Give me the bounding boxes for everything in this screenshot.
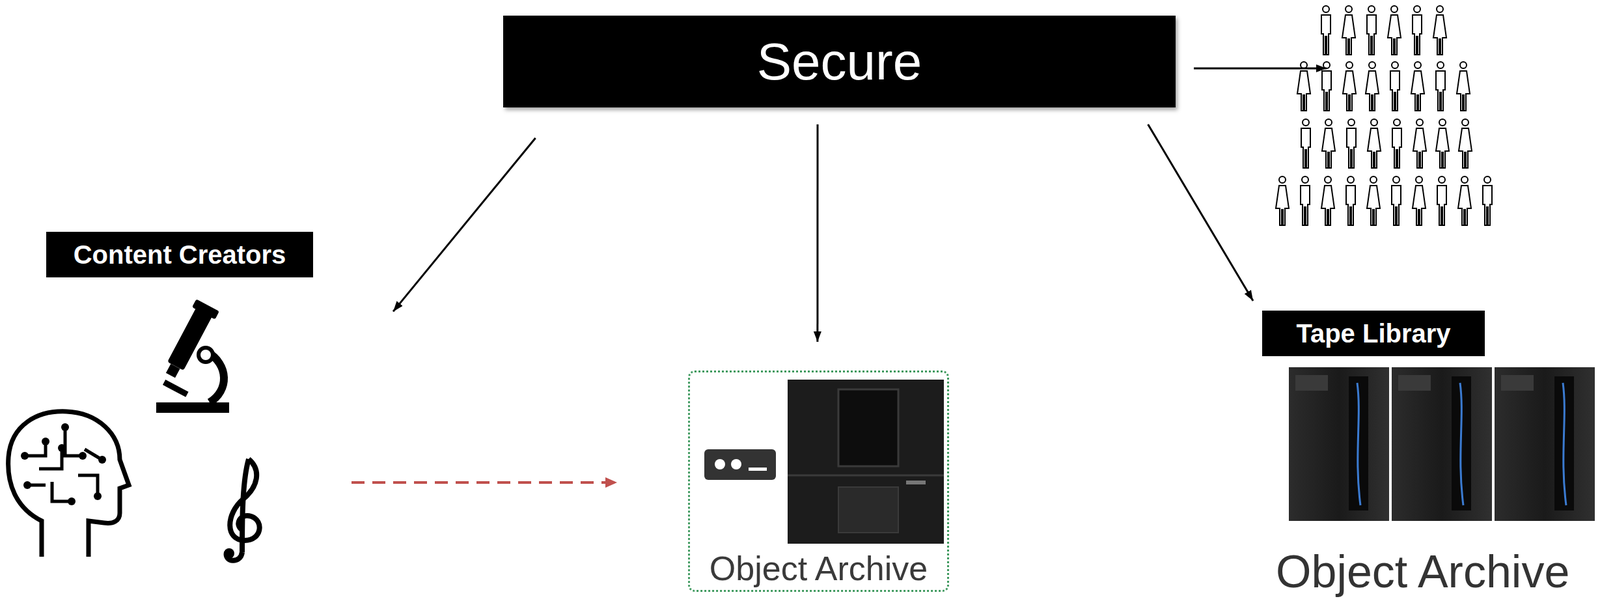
dashed-arrow: [351, 481, 618, 484]
appliance: [704, 449, 776, 480]
microscope-tube: [158, 298, 220, 381]
microscope-icon: [156, 298, 230, 413]
person-icon: [1342, 5, 1356, 55]
person-icon: [1411, 61, 1425, 111]
circuit-lines: [26, 429, 101, 502]
tape-unit-window: [838, 389, 899, 467]
person-icon: [1412, 5, 1422, 55]
tape-library-tag: Tape Library: [1262, 310, 1485, 357]
person-icon: [1346, 176, 1356, 226]
person-icon: [1458, 119, 1472, 168]
microscope-slide: [162, 379, 189, 398]
archive-name: Object Archive: [709, 550, 928, 588]
person-icon: [1365, 61, 1379, 111]
tape-unit-badge: [906, 480, 926, 485]
person-icon: [1391, 176, 1401, 226]
person-icon: [1321, 176, 1335, 226]
creators-group: Content Creators: [0, 231, 391, 564]
appliance-light: [731, 458, 742, 470]
appliance-light: [714, 458, 726, 470]
head-outline: [8, 411, 129, 557]
person-icon: [1366, 5, 1377, 55]
person-icon: [1346, 119, 1356, 168]
tape-unit: [787, 379, 944, 544]
person-icon: [1322, 119, 1336, 168]
arrow: [1148, 124, 1254, 301]
people-arrow: [1193, 67, 1327, 70]
people-crowd: [1275, 5, 1492, 226]
tape-unit-door: [838, 486, 899, 533]
microscope-knob: [198, 347, 213, 362]
tag-title: Tape Library: [1296, 318, 1451, 348]
treble-clef-icon: [223, 458, 260, 561]
person-icon: [1387, 5, 1401, 55]
archive-devices: [704, 379, 944, 544]
person-icon: [1482, 176, 1492, 226]
circuit-dots: [20, 423, 107, 506]
person-icon: [1433, 5, 1447, 55]
person-icon: [1321, 5, 1331, 55]
arrow: [816, 124, 819, 342]
person-icon: [1413, 119, 1427, 168]
arrow: [393, 137, 536, 312]
person-icon: [1342, 61, 1356, 111]
microscope-base: [156, 402, 230, 413]
tape-library-image: [1288, 367, 1595, 521]
cabinet: [1288, 367, 1390, 521]
person-icon: [1367, 119, 1381, 168]
secure-title: Secure: [757, 33, 922, 91]
tape-unit-seam: [787, 474, 944, 477]
archive-box: Object Archive: [688, 370, 950, 592]
person-icon: [1392, 119, 1402, 168]
person-icon: [1435, 61, 1446, 111]
person-icon: [1456, 61, 1470, 111]
cabinet: [1494, 367, 1595, 521]
person-icon: [1390, 61, 1400, 111]
person-icon: [1366, 176, 1380, 226]
appliance-slot: [748, 467, 767, 471]
brain-head-icon: [8, 411, 129, 557]
secure-box: Secure: [503, 15, 1176, 108]
person-icon: [1437, 176, 1447, 226]
clef-dot: [223, 548, 235, 559]
person-icon: [1458, 176, 1472, 226]
person-icon: [1435, 119, 1449, 168]
cabinet: [1391, 367, 1492, 521]
group-heading: Content Creators: [46, 231, 314, 278]
clef-loop: [229, 458, 260, 541]
person-icon: [1275, 176, 1289, 226]
person-icon: [1301, 119, 1311, 168]
logo-text: Object Archive: [1275, 546, 1570, 597]
person-icon: [1412, 176, 1426, 226]
person-icon: [1300, 176, 1310, 226]
